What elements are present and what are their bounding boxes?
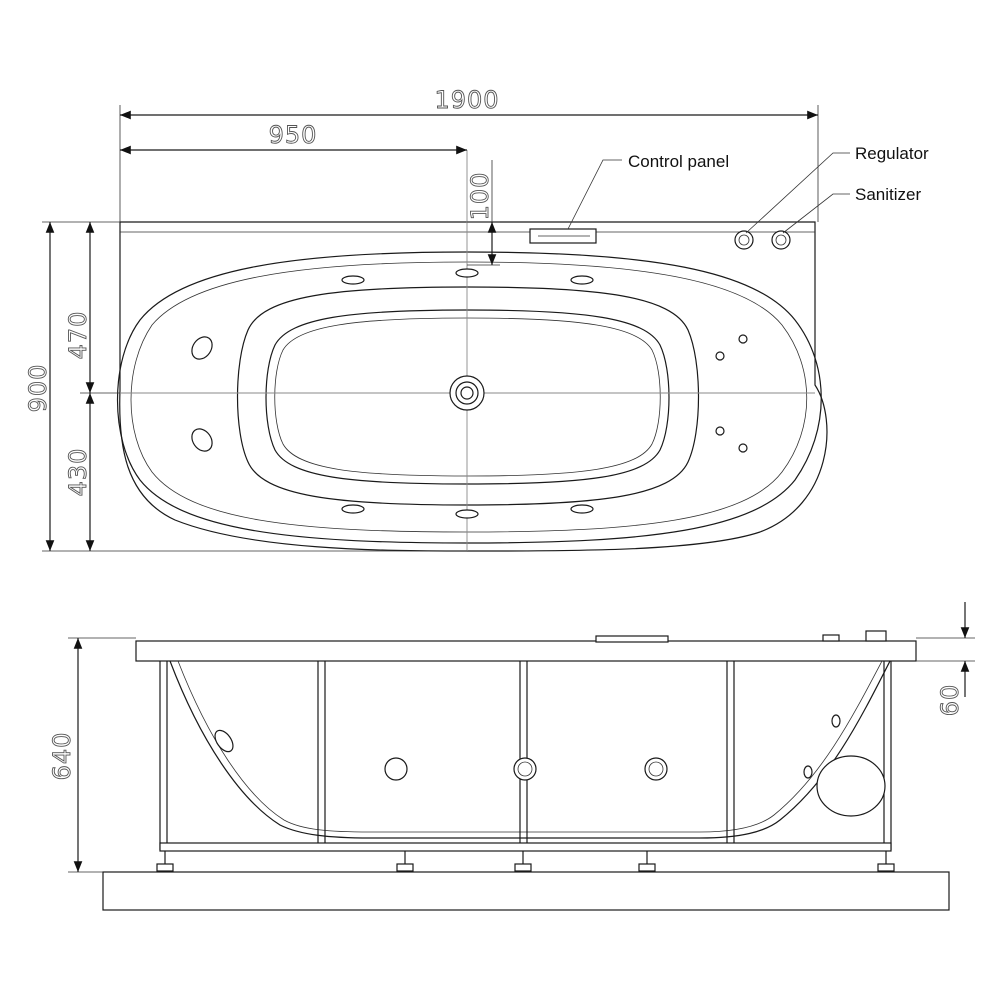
base-platform xyxy=(102,871,950,911)
label-sanitizer: Sanitizer xyxy=(855,185,921,204)
drain-icon xyxy=(449,375,485,411)
pump-motor-icon xyxy=(816,755,886,817)
side-dimensions xyxy=(68,602,975,873)
dim-rim: 60 xyxy=(936,684,964,717)
adjustable-feet xyxy=(156,851,895,872)
support-frame xyxy=(159,661,892,852)
label-regulator: Regulator xyxy=(855,144,929,163)
tub-rim-side xyxy=(135,640,917,662)
tub-body-side xyxy=(169,660,891,839)
label-control-panel: Control panel xyxy=(628,152,729,171)
jet-nozzle-icon xyxy=(214,714,841,781)
dim-upper-width: 470 xyxy=(64,311,92,360)
top-dimensions xyxy=(42,105,819,552)
jet-nozzle-icon xyxy=(191,268,748,519)
side-view xyxy=(102,630,950,911)
dim-half-length: 950 xyxy=(269,121,318,149)
callout-leaders xyxy=(567,152,850,234)
sanitizer-knob-icon xyxy=(771,230,791,250)
top-view xyxy=(116,150,828,552)
dim-panel-offset: 100 xyxy=(466,172,494,221)
dim-height: 640 xyxy=(48,732,76,781)
regulator-knob-icon xyxy=(734,230,754,250)
dim-lower-width: 430 xyxy=(64,448,92,497)
tub-outer-rim xyxy=(119,221,828,552)
dim-total-width: 900 xyxy=(24,364,52,413)
dim-total-length: 1900 xyxy=(434,86,499,114)
